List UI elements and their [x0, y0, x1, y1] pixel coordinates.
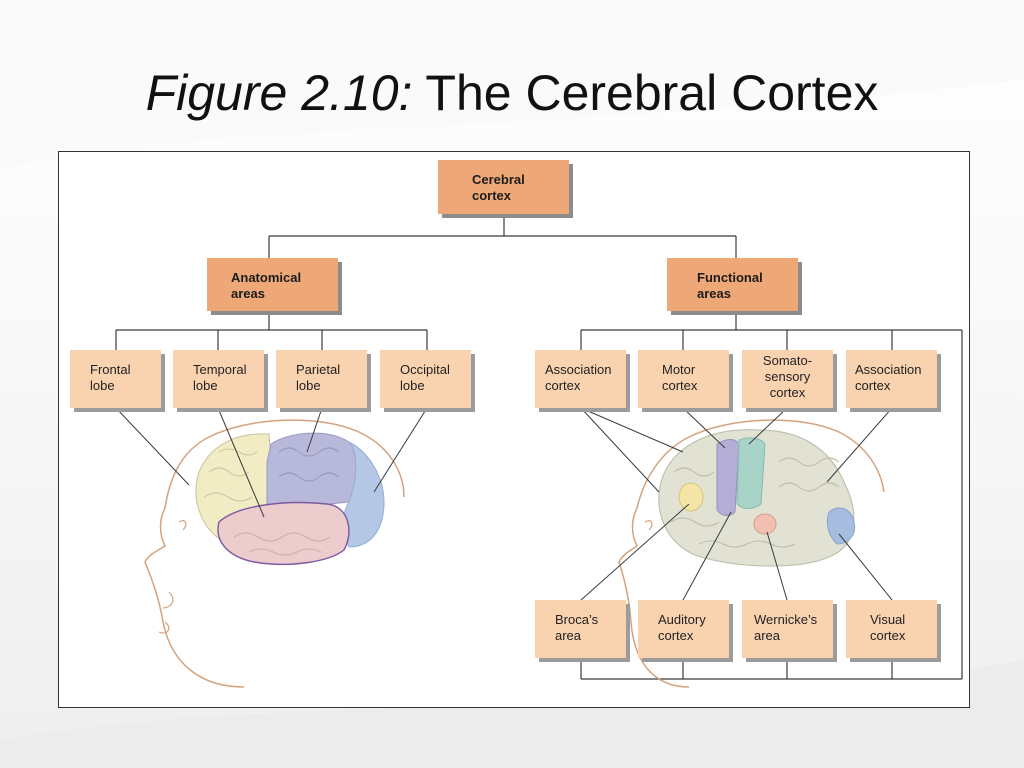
functional-head-illustration: [580, 407, 893, 688]
association-cortex-right-line-2: cortex: [855, 378, 891, 393]
temporal-lobe-box: Temporal lobe: [173, 350, 264, 408]
association-cortex-right-line-1: Association: [855, 362, 922, 377]
parietal-lobe-line-1: Parietal: [296, 362, 341, 377]
frontal-lobe-line-1: Frontal: [90, 362, 131, 377]
cerebral-cortex-line-2: cortex: [472, 188, 512, 203]
occipital-lobe-line-2: lobe: [400, 378, 425, 393]
wernickes-area-line-1: Wernicke’s: [754, 612, 818, 627]
temporal-lobe-line-2: lobe: [193, 378, 218, 393]
wernickes-area-line-2: area: [754, 628, 781, 643]
brocas-area-box: Broca’s area: [535, 600, 626, 658]
figure-caption: The Cerebral Cortex: [425, 65, 879, 121]
somatosensory-line-1: Somato-: [762, 353, 813, 368]
association-cortex-right-box: Association cortex: [846, 350, 937, 408]
association-cortex-left-line-2: cortex: [545, 378, 581, 393]
frontal-lobe-box: Frontal lobe: [70, 350, 161, 408]
connector-lines: [115, 214, 963, 688]
auditory-cortex-box: Auditory cortex: [638, 600, 729, 658]
association-cortex-left-line-1: Association: [545, 362, 612, 377]
functional-areas-line-1: Functional: [697, 270, 763, 285]
frontal-lobe-line-2: lobe: [90, 378, 115, 393]
parietal-lobe-line-2: lobe: [296, 378, 321, 393]
slide-title: Figure 2.10: The Cerebral Cortex: [0, 68, 1024, 118]
brocas-area-line-1: Broca’s: [555, 612, 599, 627]
auditory-cortex-line-1: Auditory: [658, 612, 706, 627]
motor-cortex-line-1: Motor: [662, 362, 696, 377]
brocas-area-line-2: area: [555, 628, 582, 643]
somatosensory-line-2: sensory: [764, 369, 811, 384]
somatosensory-line-3: cortex: [769, 385, 806, 400]
cerebral-cortex-line-1: Cerebral: [472, 172, 525, 187]
functional-areas-line-2: areas: [697, 286, 731, 301]
association-cortex-left-box: Association cortex: [535, 350, 626, 408]
functional-areas-box: Functional areas: [667, 258, 798, 311]
figure-frame: Cerebral cortex Anatomical areas Functio…: [58, 151, 970, 708]
temporal-lobe-line-1: Temporal: [193, 362, 247, 377]
visual-cortex-box: Visual cortex: [846, 600, 937, 658]
visual-cortex-line-2: cortex: [870, 628, 906, 643]
cerebral-cortex-box: Cerebral cortex: [438, 160, 569, 214]
motor-cortex-line-2: cortex: [662, 378, 698, 393]
wernickes-area-box: Wernicke’s area: [742, 600, 833, 658]
anatomical-head-illustration: [115, 407, 428, 688]
anatomical-areas-box: Anatomical areas: [207, 258, 338, 311]
anatomical-areas-line-1: Anatomical: [231, 270, 302, 285]
somatosensory-cortex-box: Somato- sensory cortex: [742, 350, 833, 408]
figure-number: Figure 2.10:: [145, 65, 413, 121]
motor-cortex-box: Motor cortex: [638, 350, 729, 408]
parietal-lobe-box: Parietal lobe: [276, 350, 367, 408]
occipital-lobe-line-1: Occipital: [400, 362, 450, 377]
auditory-cortex-line-2: cortex: [658, 628, 694, 643]
occipital-lobe-box: Occipital lobe: [380, 350, 471, 408]
anatomical-areas-line-2: areas: [231, 286, 265, 301]
visual-cortex-line-1: Visual: [870, 612, 906, 627]
